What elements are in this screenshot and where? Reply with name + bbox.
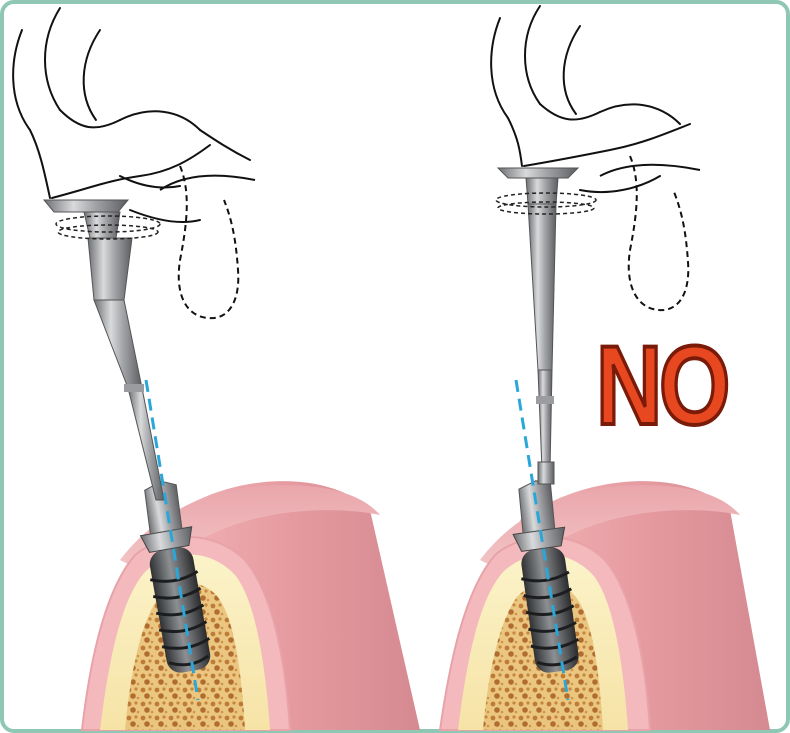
no-label: NO xyxy=(596,326,735,446)
